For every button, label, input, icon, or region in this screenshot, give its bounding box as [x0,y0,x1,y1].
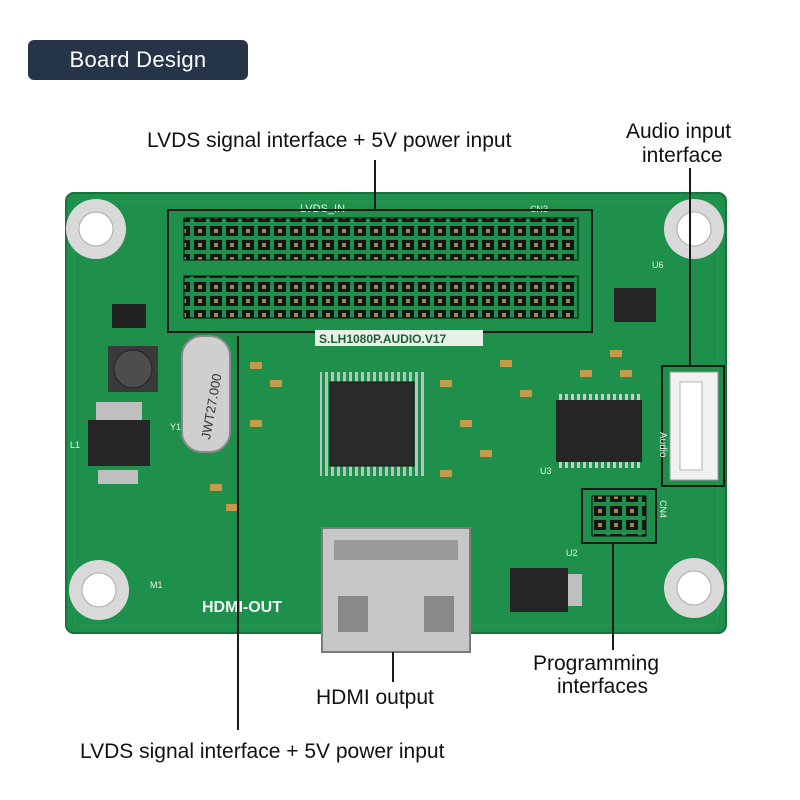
cn4-silkscreen: CN4 [658,500,668,518]
regulator-u2 [510,568,568,612]
mounting-hole-tr [664,199,724,259]
audio-codec-chip [556,400,642,462]
mounting-hole-bl [69,560,129,620]
voltage-regulator [88,420,150,466]
smd-components [210,350,632,511]
audio-label-line1: Audio input [626,120,732,143]
mounting-hole-br [664,558,724,618]
lvds-header-bottom [183,275,579,319]
hdmi-out-silkscreen: HDMI-OUT [202,599,282,616]
lvds-header-top [183,217,579,261]
l1-silkscreen: L1 [70,440,80,450]
programming-callout-box [581,488,657,544]
u3-silkscreen: U3 [540,466,552,476]
hdmi-output-label: HDMI output [316,686,434,709]
programming-label-line2: interfaces [557,675,649,698]
audio-callout-box [661,365,725,487]
m1-silkscreen: M1 [150,580,163,590]
ic-u6 [614,288,656,322]
callout-leader-lines [237,160,691,730]
crystal-oscillator [181,335,231,453]
u2-silkscreen: U2 [566,548,578,558]
programming-label-line1: Programming [533,652,660,675]
audio-label-line2: interface [642,144,723,167]
model-silkscreen: S.LH1080P.AUDIO.V17 [319,332,446,346]
y1-silkscreen: Y1 [170,422,181,432]
mounting-hole-tl [66,199,126,259]
main-controller-chip [320,372,424,476]
section-badge: Board Design [28,40,248,80]
ic-small-topleft [112,304,146,328]
hdmi-connector [321,527,471,653]
programming-header [591,495,647,537]
audio-silkscreen: Audio [657,432,668,458]
lvds-top-label: LVDS signal interface + 5V power input [147,129,512,152]
u6-silkscreen: U6 [652,260,664,270]
lvds-bottom-label: LVDS signal interface + 5V power input [80,740,445,763]
